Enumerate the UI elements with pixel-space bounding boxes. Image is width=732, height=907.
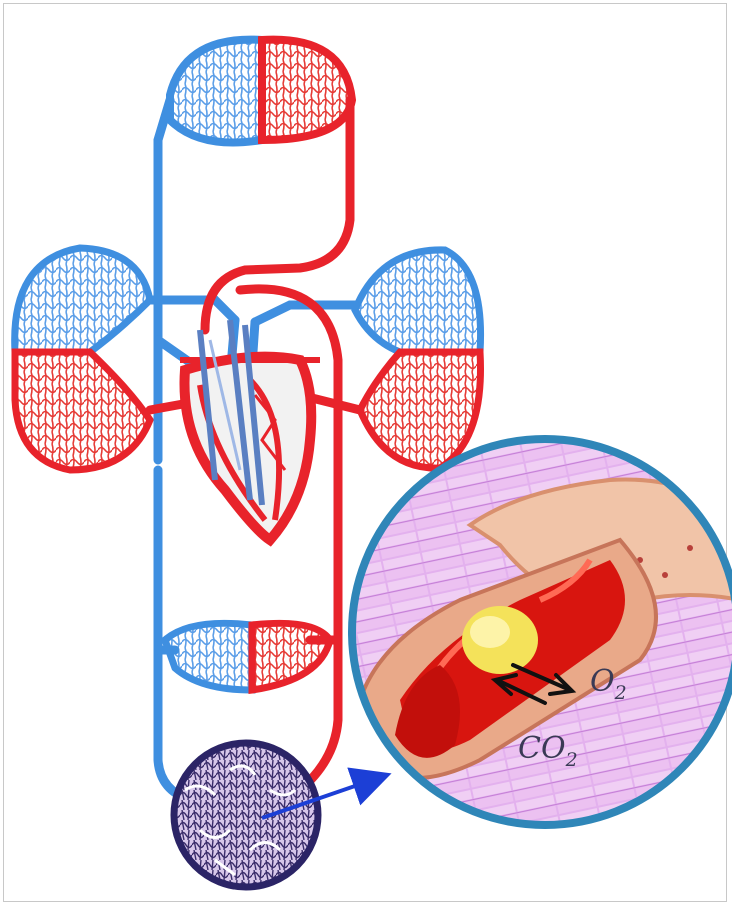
left-capillary-bed xyxy=(15,248,150,470)
magnified-capillary-view xyxy=(302,390,732,888)
right-capillary-bed xyxy=(355,250,481,468)
tissue-cell-ball xyxy=(174,743,318,887)
heart xyxy=(180,320,320,540)
head-capillary-bed xyxy=(170,40,352,143)
lower-capillary-bed xyxy=(165,623,330,690)
